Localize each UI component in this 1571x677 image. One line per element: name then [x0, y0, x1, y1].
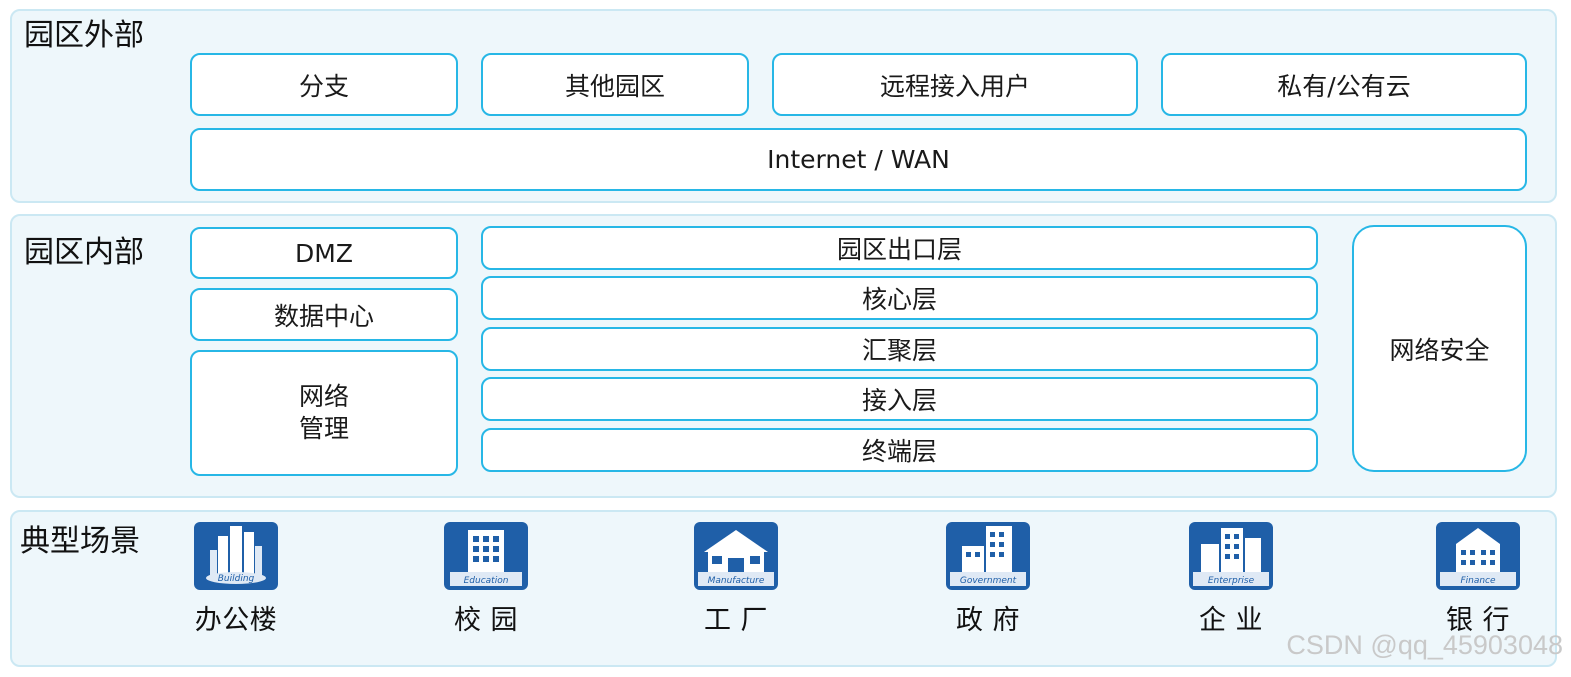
government-icon: Government — [946, 522, 1030, 590]
layer-access: 接入层 — [481, 377, 1318, 421]
enterprise-icon: Enterprise — [1189, 522, 1273, 590]
scene-office: Building 办公楼 — [176, 522, 296, 637]
svg-text:Enterprise: Enterprise — [1208, 576, 1255, 586]
svg-text:Finance: Finance — [1460, 576, 1496, 586]
typical-scenarios-title: 典型场景 — [20, 524, 140, 559]
layer-egress: 园区出口层 — [481, 226, 1318, 270]
datacenter-box: 数据中心 — [190, 288, 458, 341]
internet-wan-box: Internet / WAN — [190, 128, 1527, 191]
office-building-icon: Building — [194, 522, 278, 590]
network-management-box: 网络 管理 — [190, 350, 458, 476]
other-campus-box: 其他园区 — [481, 53, 749, 116]
remote-users-box: 远程接入用户 — [772, 53, 1138, 116]
scene-label-enterprise: 企 业 — [1198, 605, 1264, 636]
layer-terminal: 终端层 — [481, 428, 1318, 472]
scene-label-government: 政 府 — [955, 605, 1021, 636]
scene-factory: Manufacture 工 厂 — [676, 522, 796, 637]
svg-text:Government: Government — [960, 576, 1017, 586]
network-security-box: 网络安全 — [1352, 225, 1527, 472]
scene-label-campus: 校 园 — [453, 605, 519, 636]
layer-aggregation: 汇聚层 — [481, 327, 1318, 371]
scene-campus: Education 校 园 — [426, 522, 546, 637]
scene-label-office: 办公楼 — [194, 605, 278, 636]
campus-inside-title: 园区内部 — [24, 235, 144, 270]
svg-text:Manufacture: Manufacture — [708, 576, 765, 586]
bank-icon: Finance — [1436, 522, 1520, 590]
education-campus-icon: Education — [444, 522, 528, 590]
factory-icon: Manufacture — [694, 522, 778, 590]
watermark: CSDN @qq_45903048 — [1286, 630, 1563, 660]
scene-label-bank: 银 行 — [1445, 605, 1511, 636]
svg-text:Education: Education — [464, 576, 509, 586]
scene-government: Government 政 府 — [928, 522, 1048, 637]
scene-bank: Finance 银 行 — [1418, 522, 1538, 637]
scene-label-factory: 工 厂 — [703, 605, 769, 636]
branch-box: 分支 — [190, 53, 458, 116]
campus-outside-title: 园区外部 — [24, 18, 144, 53]
cloud-box: 私有/公有云 — [1161, 53, 1527, 116]
scene-enterprise: Enterprise 企 业 — [1171, 522, 1291, 637]
dmz-box: DMZ — [190, 227, 458, 279]
layer-core: 核心层 — [481, 276, 1318, 320]
svg-text:Building: Building — [218, 574, 255, 584]
